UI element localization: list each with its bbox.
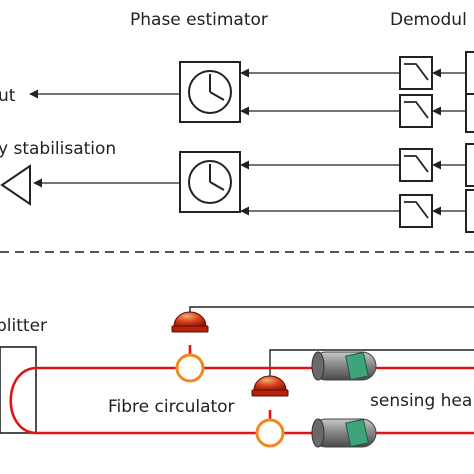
mixer-box-3 <box>465 143 474 187</box>
demodulator-filter-3 <box>399 148 433 182</box>
phase-estimator-1 <box>179 61 241 123</box>
demodulator-heading: Demodul <box>390 10 467 30</box>
detector-wire-1 <box>189 306 474 316</box>
low-pass-filter-icon <box>404 101 429 119</box>
photodetector-icon <box>171 311 209 333</box>
detector-wire-2 <box>269 349 474 385</box>
fibre-circulator-label: Fibre circulator <box>108 397 235 417</box>
fibre-circulator-icon <box>255 418 285 448</box>
photodetector-icon <box>251 375 289 397</box>
phase-estimator-heading: Phase estimator <box>130 10 268 30</box>
stabilisation-label: y stabilisation <box>0 139 116 159</box>
phase-meter-icon <box>188 70 232 114</box>
mixer-box-2 <box>465 93 474 133</box>
demodulator-filter-2 <box>399 94 433 128</box>
demodulator-filter-4 <box>399 194 433 228</box>
fibre-loop <box>9 366 474 435</box>
sensing-head-icon <box>311 418 377 448</box>
demodulator-filter-1 <box>399 56 433 90</box>
fibre-circulator-icon <box>175 353 205 383</box>
mixer-box-4 <box>465 189 474 233</box>
splitter-label: plitter <box>0 316 47 336</box>
sensing-head-label: sensing hea <box>370 391 472 411</box>
triangle-amplifier-icon <box>0 164 31 206</box>
mixer-box-1 <box>465 51 474 95</box>
low-pass-filter-icon <box>404 201 429 219</box>
sensing-head-icon <box>311 351 377 381</box>
splitter-box <box>0 346 37 434</box>
phase-estimator-2 <box>179 151 241 213</box>
output-label: ut <box>0 86 16 106</box>
phase-meter-icon <box>188 160 232 204</box>
low-pass-filter-icon <box>404 63 429 81</box>
low-pass-filter-icon <box>404 155 429 173</box>
